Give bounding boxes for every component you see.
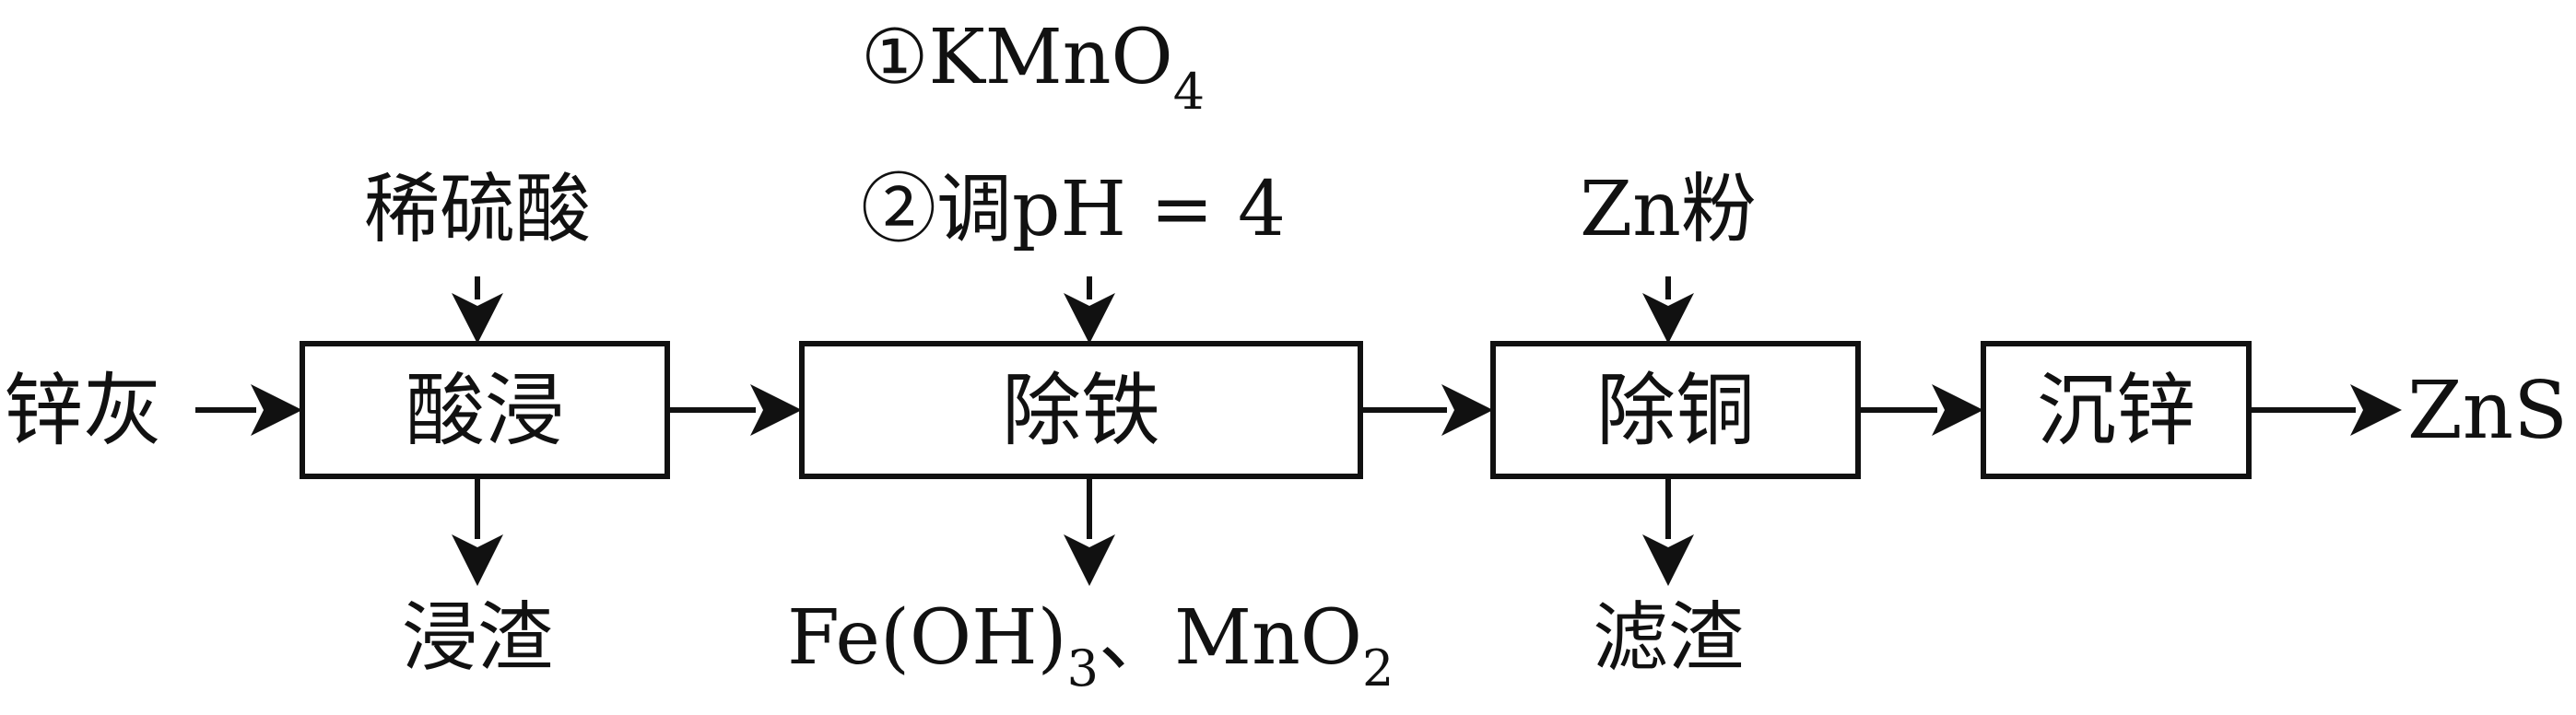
leach-residue-label: 浸渣 [402, 594, 553, 682]
step-zinc-precipitation-label: 沉锌 [2037, 365, 2195, 457]
raw-material-label: 锌灰 [4, 365, 162, 457]
fe-reagent-1-main: ①KMnO [861, 14, 1173, 101]
arrowhead-copper-to-zinc [1932, 384, 1983, 436]
arrowhead-oxidant-in [1064, 293, 1115, 344]
leach-reagent-label: 稀硫酸 [364, 166, 591, 253]
filter-residue-label: 滤渣 [1593, 594, 1744, 682]
arrowhead-filter-residue-out [1642, 534, 1694, 586]
fe-solid-a: Fe(OH) [787, 594, 1067, 682]
fe-reagent-1-label: ①KMnO4 [861, 14, 1205, 121]
fe-solid-a-subscript: 3 [1067, 639, 1099, 697]
arrowhead-fe-solids-out [1064, 534, 1115, 586]
fe-separator: 、 [1099, 594, 1174, 682]
arrowhead-feed-to-leach [251, 384, 302, 436]
cu-reagent-label: Zn粉 [1580, 166, 1757, 253]
arrowhead-leach-residue-out [452, 534, 503, 586]
step-iron-removal-label: 除铁 [1002, 365, 1160, 457]
fe-solids-label: Fe(OH)3、MnO2 [787, 594, 1394, 697]
product-label: ZnS [2407, 365, 2568, 457]
fe-solid-b-subscript: 2 [1362, 639, 1394, 697]
fe-solid-b: MnO [1174, 594, 1362, 682]
arrowhead-leach-to-iron [750, 384, 802, 436]
fe-reagent-1-subscript: 4 [1173, 63, 1205, 121]
arrowhead-iron-to-copper [1441, 384, 1493, 436]
step-copper-removal-label: 除铜 [1596, 365, 1755, 457]
arrowhead-zn-powder-in [1642, 293, 1694, 344]
fe-reagent-2-label: ②调pH = 4 [861, 166, 1286, 253]
arrowhead-acid-in [452, 293, 503, 344]
arrowhead-zinc-to-product [2350, 384, 2402, 436]
step-leach-label: 酸浸 [406, 365, 564, 457]
